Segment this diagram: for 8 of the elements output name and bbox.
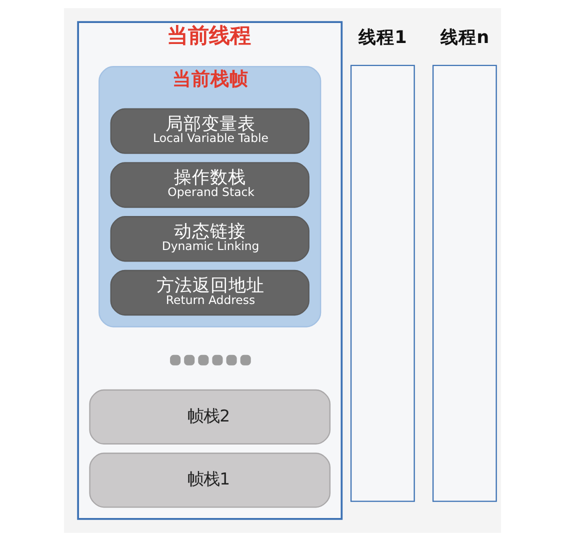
node-label: 线程1 bbox=[358, 28, 407, 48]
node-box: 操作数栈 Operand Stack bbox=[110, 162, 310, 208]
node-box: 动态链接 Dynamic Linking bbox=[110, 216, 310, 262]
node-box: 局部变量表 Local Variable Table bbox=[110, 108, 310, 154]
node-box: 帧栈1 bbox=[89, 452, 331, 508]
node-box: 方法返回地址 Return Address bbox=[110, 270, 310, 316]
node-label: 线程n bbox=[440, 28, 490, 48]
node-box: 帧栈2 bbox=[89, 389, 331, 444]
